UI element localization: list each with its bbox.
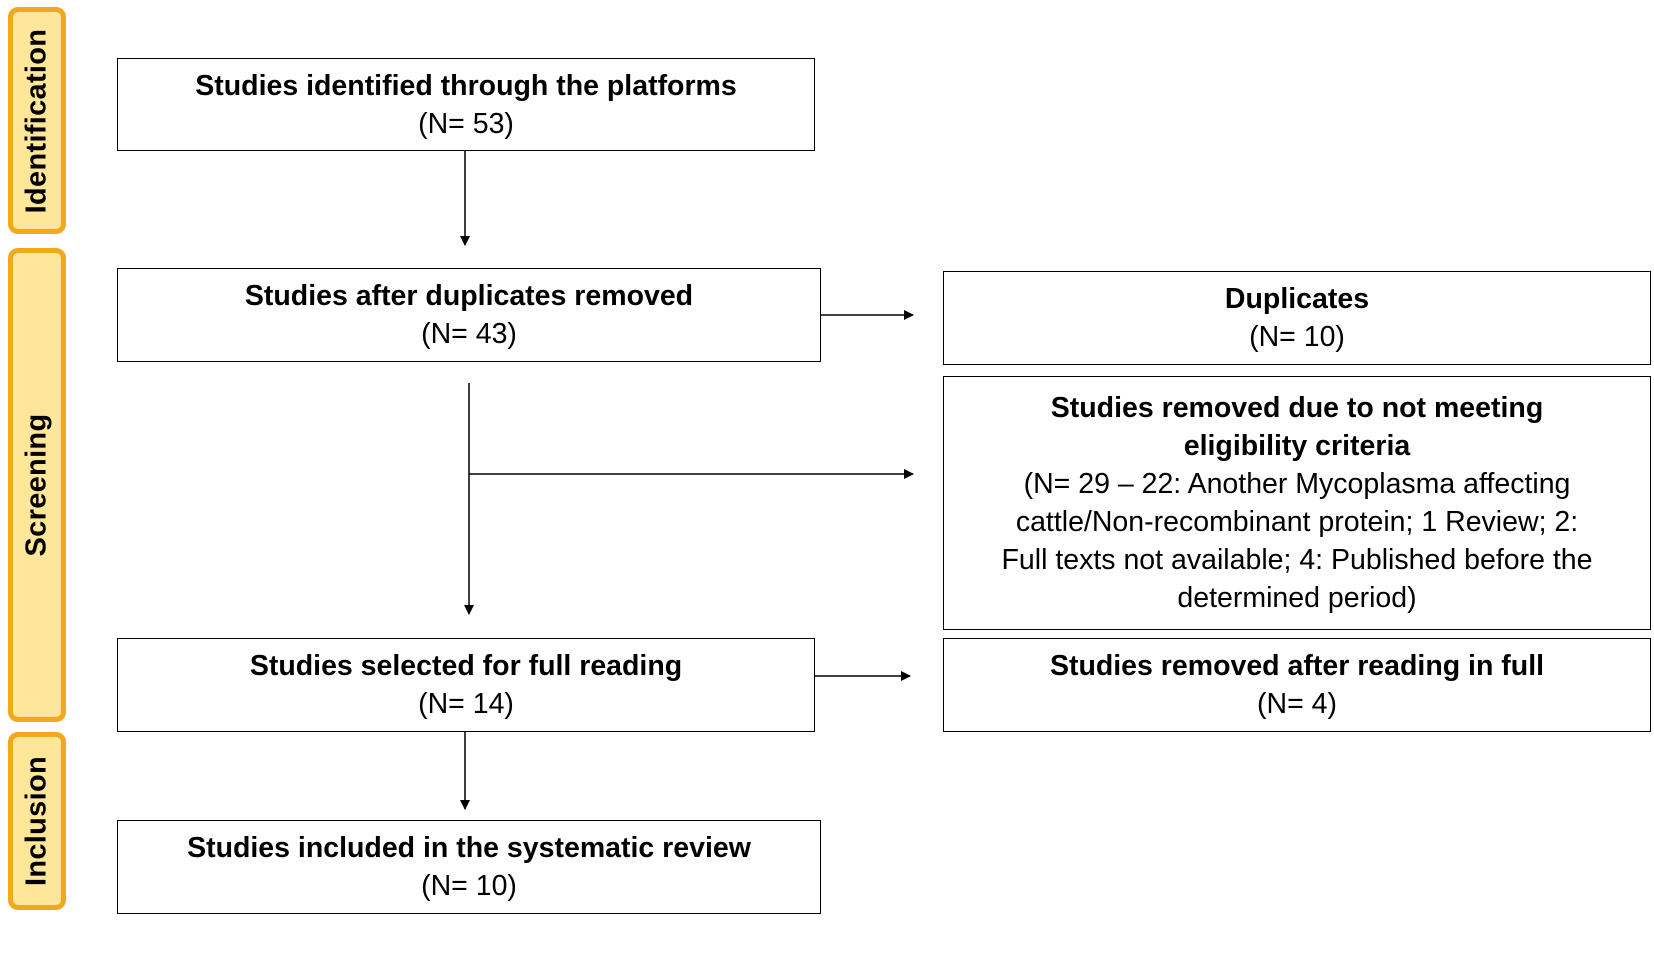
box-duplicates-count: (N= 10) — [1249, 321, 1345, 353]
box-ineligible-detail-line3: Full texts not available; 4: Published b… — [1001, 544, 1593, 576]
box-removed-full: Studies removed after reading in full (N… — [943, 638, 1651, 732]
box-after-duplicates-count: (N= 43) — [421, 318, 517, 350]
box-ineligible-detail-line2: cattle/Non-recombinant protein; 1 Review… — [1015, 506, 1579, 538]
box-identified-count: (N= 53) — [418, 107, 514, 140]
box-ineligible-detail-line1: (N= 29 – 22: Another Mycoplasma affectin… — [1023, 468, 1571, 500]
box-included: Studies included in the systematic revie… — [117, 820, 821, 914]
box-full-reading-title: Studies selected for full reading — [249, 650, 683, 682]
box-full-reading-count: (N= 14) — [418, 688, 514, 720]
box-included-title: Studies included in the systematic revie… — [187, 832, 751, 864]
box-duplicates: Duplicates (N= 10) — [943, 271, 1651, 365]
box-identified-title: Studies identified through the platforms — [195, 69, 737, 102]
box-full-reading: Studies selected for full reading (N= 14… — [117, 638, 815, 732]
box-ineligible: Studies removed due to not meeting eligi… — [943, 376, 1651, 630]
box-after-duplicates-title: Studies after duplicates removed — [244, 280, 694, 312]
box-after-duplicates: Studies after duplicates removed (N= 43) — [117, 268, 821, 362]
box-ineligible-title-line1: Studies removed due to not meeting — [1050, 392, 1544, 424]
box-removed-full-title: Studies removed after reading in full — [1049, 650, 1545, 682]
box-ineligible-title-line2: eligibility criteria — [1183, 430, 1411, 462]
stage-screening: Screening — [8, 248, 66, 722]
box-included-count: (N= 10) — [421, 870, 517, 902]
box-duplicates-title: Duplicates — [1224, 283, 1370, 315]
box-removed-full-count: (N= 4) — [1257, 688, 1337, 720]
box-identified: Studies identified through the platforms… — [117, 58, 815, 151]
stage-inclusion: Inclusion — [8, 732, 66, 910]
box-ineligible-detail-line4: determined period) — [1177, 582, 1417, 614]
stage-identification: Identification — [8, 7, 66, 234]
